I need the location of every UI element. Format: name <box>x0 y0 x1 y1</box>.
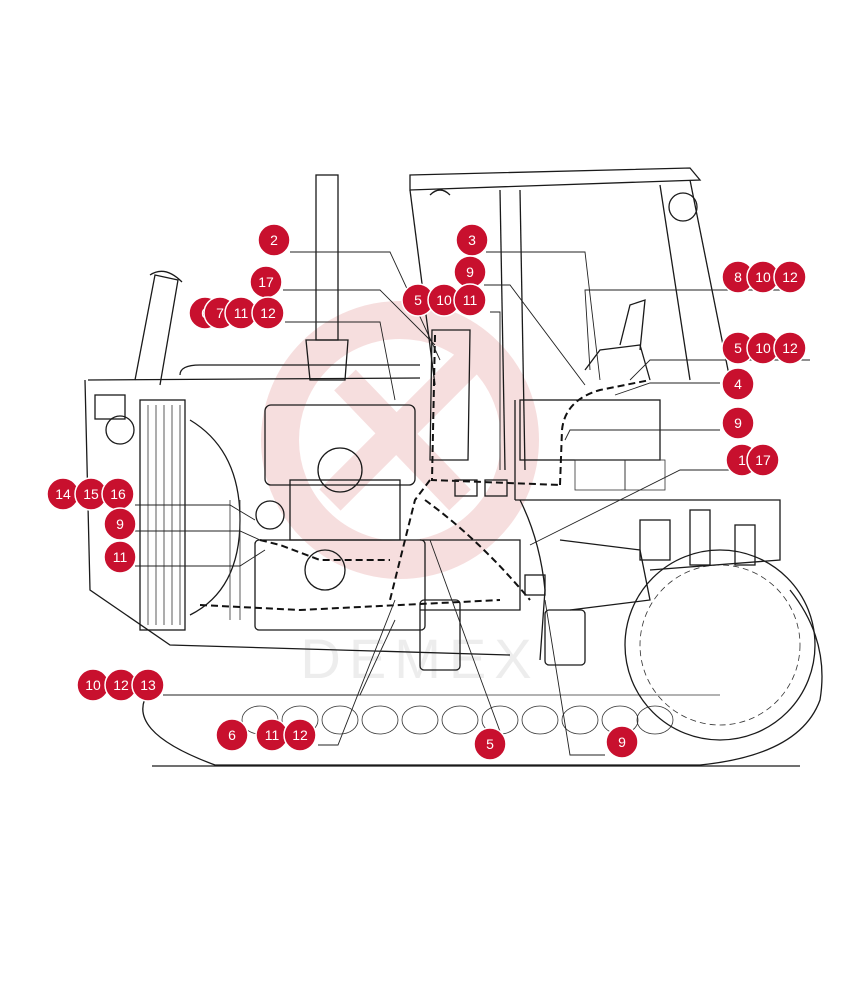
callout-14[interactable]: 14 <box>46 477 80 511</box>
track-assembly <box>142 549 823 766</box>
engine <box>229 404 756 671</box>
callout-12[interactable]: 12 <box>104 668 138 702</box>
callout-9[interactable]: 9 <box>721 406 755 440</box>
callout-label: 17 <box>755 452 771 468</box>
callout-label: 9 <box>618 734 626 750</box>
callout-label: 12 <box>782 269 798 285</box>
callout-label: 14 <box>55 486 71 502</box>
callout-label: 5 <box>734 340 742 356</box>
callout-16[interactable]: 16 <box>101 477 135 511</box>
wiring-harness <box>199 334 651 661</box>
callout-label: 16 <box>110 486 126 502</box>
callout-label: 13 <box>140 677 156 693</box>
callout-5[interactable]: 5 <box>473 727 507 761</box>
callout-label: 7 <box>216 305 224 321</box>
callout-label: 12 <box>782 340 798 356</box>
callout-12[interactable]: 12 <box>773 331 807 365</box>
callout-label: 1 <box>738 452 746 468</box>
callout-label: 11 <box>463 292 478 308</box>
callout-label: 9 <box>734 415 742 431</box>
callout-12[interactable]: 12 <box>773 260 807 294</box>
callout-label: 9 <box>466 264 474 280</box>
sprocket <box>624 549 816 741</box>
leader-lines <box>135 251 810 756</box>
callout-10[interactable]: 10 <box>746 331 780 365</box>
callout-label: 12 <box>260 305 276 321</box>
callout-11[interactable]: 11 <box>453 283 487 317</box>
callout-label: 12 <box>292 727 308 743</box>
callout-10[interactable]: 10 <box>76 668 110 702</box>
callout-3[interactable]: 3 <box>455 223 489 257</box>
callout-label: 10 <box>436 292 452 308</box>
callout-11[interactable]: 11 <box>255 718 289 752</box>
callout-17[interactable]: 17 <box>249 265 283 299</box>
callout-label: 17 <box>258 274 274 290</box>
air-cleaner <box>134 270 183 386</box>
callout-9[interactable]: 9 <box>103 507 137 541</box>
callout-label: 6 <box>228 727 236 743</box>
callout-12[interactable]: 12 <box>251 296 285 330</box>
callout-label: 11 <box>234 305 249 321</box>
callout-5[interactable]: 5 <box>721 331 755 365</box>
callout-label: 9 <box>116 516 124 532</box>
callout-label: 15 <box>83 486 99 502</box>
callout-label: 10 <box>755 269 771 285</box>
callout-6[interactable]: 6 <box>215 718 249 752</box>
callout-label: 5 <box>414 292 422 308</box>
callout-17[interactable]: 17 <box>746 443 780 477</box>
callout-12[interactable]: 12 <box>283 718 317 752</box>
callout-label: 4 <box>734 376 742 392</box>
callout-label: 11 <box>113 549 128 565</box>
callout-11[interactable]: 11 <box>103 540 137 574</box>
callout-label: 5 <box>486 736 494 752</box>
callout-label: 8 <box>734 269 742 285</box>
callout-label: 10 <box>85 677 101 693</box>
callout-label: 10 <box>755 340 771 356</box>
callout-4[interactable]: 4 <box>721 367 755 401</box>
callout-label: 11 <box>265 727 280 743</box>
callout-label: 2 <box>270 232 278 248</box>
callout-label: 12 <box>113 677 129 693</box>
callout-9[interactable]: 9 <box>605 725 639 759</box>
watermark: DEMEX <box>261 301 539 690</box>
watermark-text: DEMEX <box>300 627 539 690</box>
callout-2[interactable]: 2 <box>257 223 291 257</box>
callout-13[interactable]: 13 <box>131 668 165 702</box>
callout-label: 3 <box>468 232 476 248</box>
callout-9[interactable]: 9 <box>453 255 487 289</box>
exhaust-stack <box>305 174 349 381</box>
callouts: 2 3 9 8 10 12 17 5 10 11 6 7 11 12 5 10 … <box>46 223 807 761</box>
